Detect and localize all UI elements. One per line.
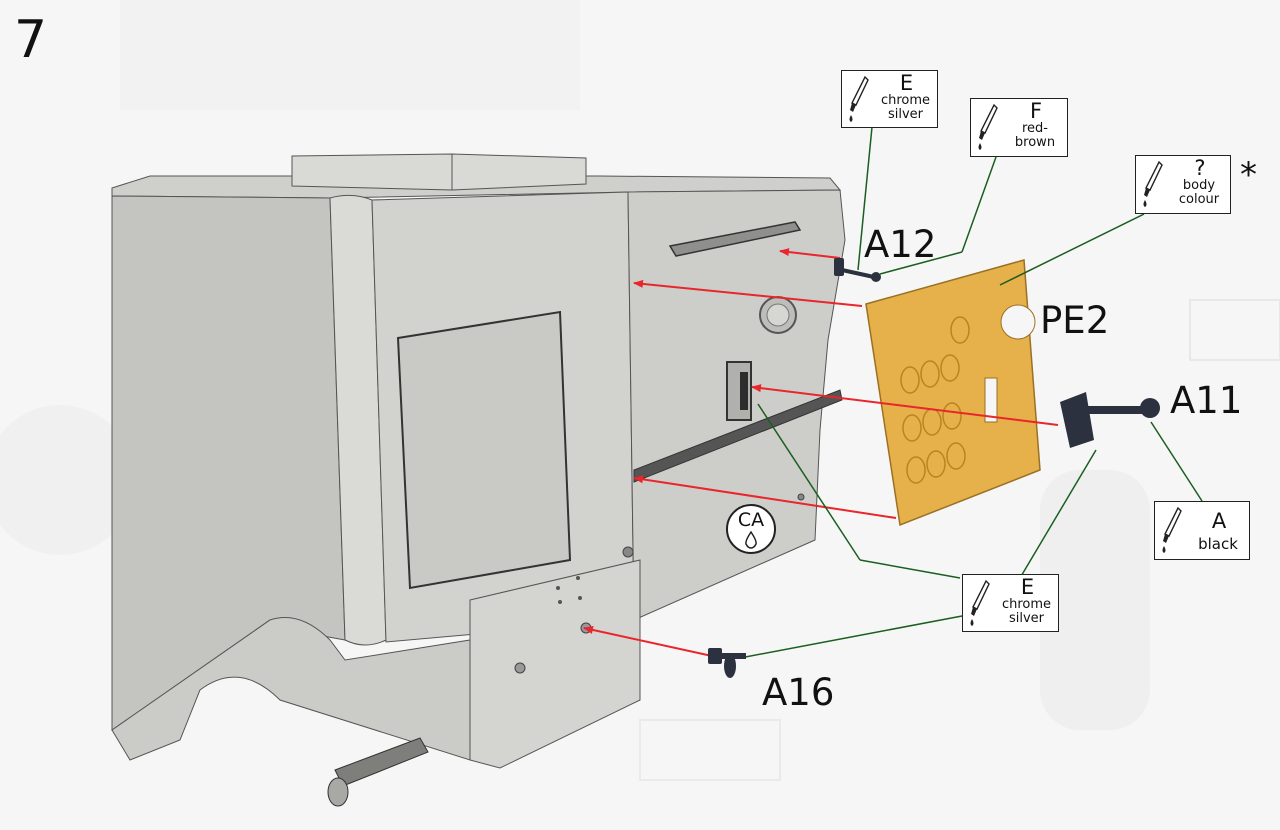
assembly-arrows [583,248,1059,657]
paint-code: E [899,71,914,95]
paint-callout-a: A black [1154,501,1250,560]
hole [797,493,805,501]
roof-hatch [291,153,587,191]
drop-icon [745,531,757,549]
hole [622,546,634,558]
paintbrush-icon [978,103,998,150]
paint-name-line2: silver [1008,611,1045,626]
paintbrush-icon [1162,506,1182,553]
paint-callout-body-colour: ? body colour [1135,155,1231,214]
part-a16 [708,648,746,678]
part-a12 [834,258,881,282]
part-label-a11: A11 [1170,379,1243,422]
paintbrush-icon [849,75,869,122]
wheel-arch [111,617,471,761]
paintbrush-icon [970,579,990,626]
paint-name-line2: silver [887,107,924,122]
paint-code: ? [1194,156,1206,180]
paint-name-line1: chrome [880,93,931,108]
paint-code: F [1029,99,1043,123]
paint-callout-f: F red- brown [970,98,1068,157]
paint-name-line1: body [1182,178,1216,193]
footnote-asterisk: * [1240,155,1257,195]
glue-label: CA [737,509,765,531]
part-label-a16: A16 [762,671,835,714]
paint-code: A [1211,509,1227,533]
front-inset-panel [396,310,572,590]
paint-name-line2: black [1198,535,1238,553]
paintbrush-icon [1143,160,1163,207]
paint-name-line1: red- [1022,121,1048,136]
part-label-pe2: PE2 [1040,299,1110,342]
pe2-brass-plate [865,259,1041,527]
background-ghost-artwork [639,299,1280,781]
step-number: 7 [14,10,48,70]
part-a11 [1060,392,1160,448]
paint-name-line2: brown [1014,135,1056,150]
visor-slot [668,221,802,257]
callout-leaders [739,126,1203,659]
plate-slot [984,377,998,423]
plate-port-hole [1000,304,1036,340]
paint-name-line1: chrome [1001,597,1052,612]
axle-rod [334,737,429,787]
paint-name-line2: colour [1178,192,1220,207]
ca-glue-badge: CA [726,504,776,554]
vehicle-body [111,153,846,807]
part-label-a12: A12 [864,223,937,266]
paint-code: E [1020,575,1035,599]
paint-callout-e-top: E chrome silver [841,70,938,128]
paint-callout-e-bottom: E chrome silver [962,574,1059,632]
